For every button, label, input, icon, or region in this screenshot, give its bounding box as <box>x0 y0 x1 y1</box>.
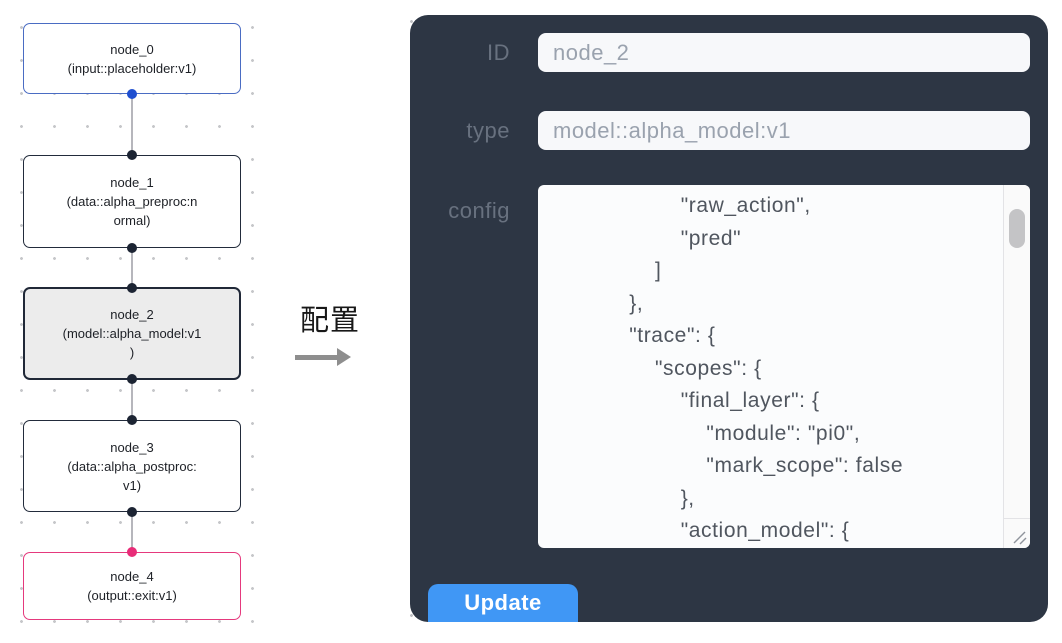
flow-canvas[interactable]: node_0 (input::placeholder:v1) node_1 (d… <box>0 0 280 643</box>
flow-node-node_0[interactable]: node_0 (input::placeholder:v1) <box>23 23 241 99</box>
edge-node1-node2 <box>131 248 133 288</box>
node-title: node_2 <box>110 307 154 322</box>
input-port[interactable] <box>127 150 137 160</box>
node-subtitle: ) <box>129 345 135 360</box>
node-config-panel: ID type config "raw_action", "pred" ] },… <box>410 15 1048 622</box>
node-title: node_4 <box>110 569 154 584</box>
panel-canvas-background: ID type config "raw_action", "pred" ] },… <box>385 0 1062 643</box>
node-subtitle: (data::alpha_postproc: <box>67 458 197 474</box>
config-scrollbar-thumb[interactable] <box>1009 209 1025 248</box>
config-json-text[interactable]: "raw_action", "pred" ] }, "trace": { "sc… <box>629 194 904 542</box>
node-subtitle: (data::alpha_preproc:n <box>66 194 198 209</box>
node-title: node_3 <box>110 439 154 455</box>
edge-node0-node1 <box>131 94 133 156</box>
config-textarea[interactable]: "raw_action", "pred" ] }, "trace": { "sc… <box>538 185 1030 548</box>
config-scrollbar-corner <box>1004 518 1030 548</box>
flow-node-node_4[interactable]: node_4 (output::exit:v1) <box>23 547 241 620</box>
node-subtitle: (output::exit:v1) <box>87 588 177 603</box>
input-port[interactable] <box>127 547 137 557</box>
node-subtitle: (model::alpha_model:v1 <box>62 326 202 341</box>
flow-node-node_3[interactable]: node_3 (data::alpha_postproc: v1) <box>23 415 241 517</box>
output-port[interactable] <box>127 243 137 253</box>
edge-node2-node3 <box>131 380 133 421</box>
node-subtitle: ormal) <box>113 213 151 228</box>
config-field-label: config <box>448 198 510 223</box>
node-subtitle: (input::placeholder:v1) <box>67 60 197 76</box>
id-field-label: ID <box>487 40 510 65</box>
edge-node3-node4 <box>131 512 133 553</box>
right-arrow-icon <box>283 348 403 366</box>
resize-grip-icon[interactable] <box>1012 530 1027 545</box>
node-title: node_1 <box>110 175 154 190</box>
node-title: node_0 <box>110 41 154 57</box>
flow-node-node_1[interactable]: node_1 (data::alpha_preproc:n ormal) <box>23 150 241 253</box>
update-button[interactable]: Update <box>428 584 578 622</box>
type-input[interactable] <box>538 111 1030 150</box>
output-port[interactable] <box>127 374 137 384</box>
input-port[interactable] <box>127 283 137 293</box>
output-port[interactable] <box>127 89 137 99</box>
type-field-label: type <box>466 118 510 143</box>
config-scrollbar[interactable] <box>1003 185 1030 548</box>
config-annotation: 配置 <box>283 297 403 366</box>
output-port[interactable] <box>127 507 137 517</box>
annotation-label: 配置 <box>300 305 361 337</box>
input-port[interactable] <box>127 415 137 425</box>
flow-node-node_2-selected[interactable]: node_2 (model::alpha_model:v1 ) <box>23 283 241 384</box>
node-subtitle: v1) <box>122 477 142 493</box>
id-input[interactable] <box>538 33 1030 72</box>
